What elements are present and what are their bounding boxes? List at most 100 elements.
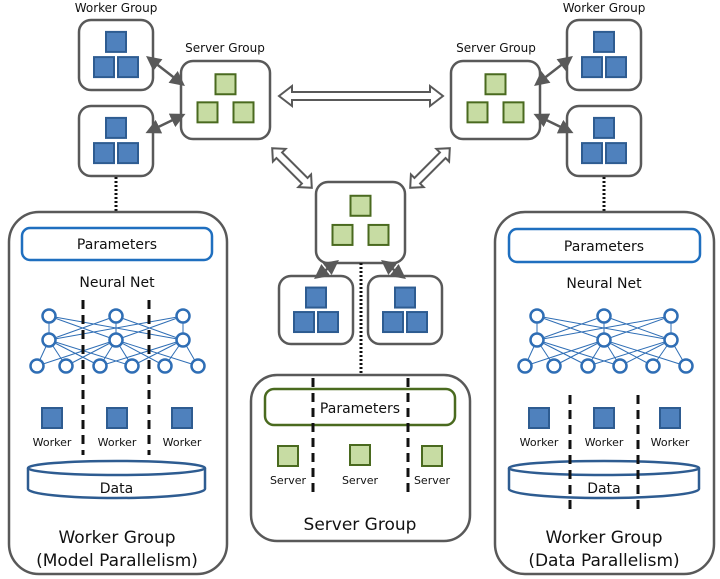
- server-group-label-left: Server Group: [185, 41, 265, 55]
- net-node: [678, 358, 694, 374]
- parameters-label: Parameters: [564, 239, 644, 255]
- partition-lines: [311, 378, 410, 495]
- panel-title: Worker Group: [545, 528, 662, 548]
- group-boxes: [77, 18, 643, 346]
- net-edge: [36, 339, 117, 367]
- server-node: Server: [414, 445, 451, 487]
- server-square: [367, 223, 390, 246]
- parameters-label: Parameters: [77, 237, 157, 253]
- net-edge: [619, 339, 672, 367]
- group-frame: [277, 274, 355, 346]
- worker-label: Worker: [585, 436, 624, 449]
- net-node: [41, 308, 57, 324]
- server-node: Server: [342, 444, 379, 487]
- server-square: [349, 194, 372, 217]
- arrow-worker-server-tl: [146, 55, 185, 87]
- neural-net: [29, 308, 206, 374]
- worker-square: [605, 142, 627, 165]
- net-node: [645, 358, 661, 374]
- worker-node: Worker: [585, 407, 624, 449]
- worker-square: [117, 56, 139, 79]
- server-square: [331, 223, 354, 246]
- worker-group-box-bottom-left: [77, 104, 155, 178]
- server-square: [484, 73, 507, 96]
- net-node: [41, 332, 57, 348]
- server-square: [277, 445, 299, 467]
- net-node: [612, 358, 628, 374]
- net-node: [529, 332, 545, 348]
- group-frame: [565, 104, 643, 178]
- net-edge: [603, 315, 672, 341]
- worker-node: Worker: [651, 407, 690, 449]
- arrow-worker-server-bl: [145, 113, 186, 134]
- worker-square: [528, 407, 550, 429]
- net-node: [175, 308, 191, 324]
- worker-square: [605, 56, 627, 79]
- worker-node: Worker: [33, 407, 72, 449]
- block-arrow-diag-right: [409, 147, 451, 189]
- net-node: [663, 308, 679, 324]
- data-store: Data: [507, 459, 701, 500]
- net-node: [529, 308, 545, 324]
- panel-title: Server Group: [304, 515, 417, 535]
- net-edge: [536, 315, 672, 341]
- server-label: Server: [270, 474, 307, 487]
- worker-square: [382, 311, 404, 334]
- worker-square: [581, 142, 603, 165]
- worker-square: [105, 116, 127, 139]
- group-frame: [77, 18, 155, 92]
- net-edge: [587, 339, 672, 367]
- worker-node: Worker: [163, 407, 202, 449]
- worker-group-label-top-right: Worker Group: [563, 1, 646, 15]
- panel-subtitle: (Model Parallelism): [36, 551, 198, 571]
- worker-square: [593, 116, 615, 139]
- data-store: Data: [26, 459, 207, 500]
- net-edge: [524, 339, 605, 367]
- server-group-box-right: [449, 59, 542, 141]
- data-cylinder: Data: [507, 459, 701, 500]
- server-square: [232, 101, 255, 124]
- server-group-label-right: Server Group: [456, 41, 536, 55]
- server-group-box-left: [179, 59, 272, 141]
- partition-lines: [568, 395, 640, 515]
- net-node: [175, 332, 191, 348]
- parameters-label: Parameters: [320, 401, 400, 417]
- net-edge: [65, 339, 117, 367]
- net-node: [596, 332, 612, 348]
- data-label: Data: [587, 481, 620, 497]
- cylinder-top: [507, 459, 701, 477]
- worker-square: [93, 56, 115, 79]
- net-node: [517, 358, 533, 374]
- server-square: [196, 101, 219, 124]
- net-node: [58, 358, 74, 374]
- net-edge: [48, 315, 184, 341]
- group-frame: [449, 59, 542, 141]
- net-edge: [536, 339, 589, 367]
- worker-square: [106, 407, 128, 429]
- worker-square: [105, 30, 127, 53]
- server-square: [214, 73, 237, 96]
- worker-square: [317, 311, 339, 334]
- server-sync-arrows: [271, 83, 451, 189]
- partition-lines: [81, 300, 151, 455]
- group-frame: [179, 59, 272, 141]
- net-node: [663, 332, 679, 348]
- net-node: [580, 358, 596, 374]
- worker-square: [41, 407, 63, 429]
- net-edge: [99, 339, 184, 367]
- worker-label: Worker: [651, 436, 690, 449]
- worker-square: [659, 407, 681, 429]
- server-label: Server: [414, 474, 451, 487]
- net-node: [108, 332, 124, 348]
- group-frame: [565, 18, 643, 92]
- worker-label: Worker: [163, 436, 202, 449]
- net-node: [92, 358, 108, 374]
- net-edge: [48, 315, 117, 341]
- panel-frame: [7, 210, 229, 576]
